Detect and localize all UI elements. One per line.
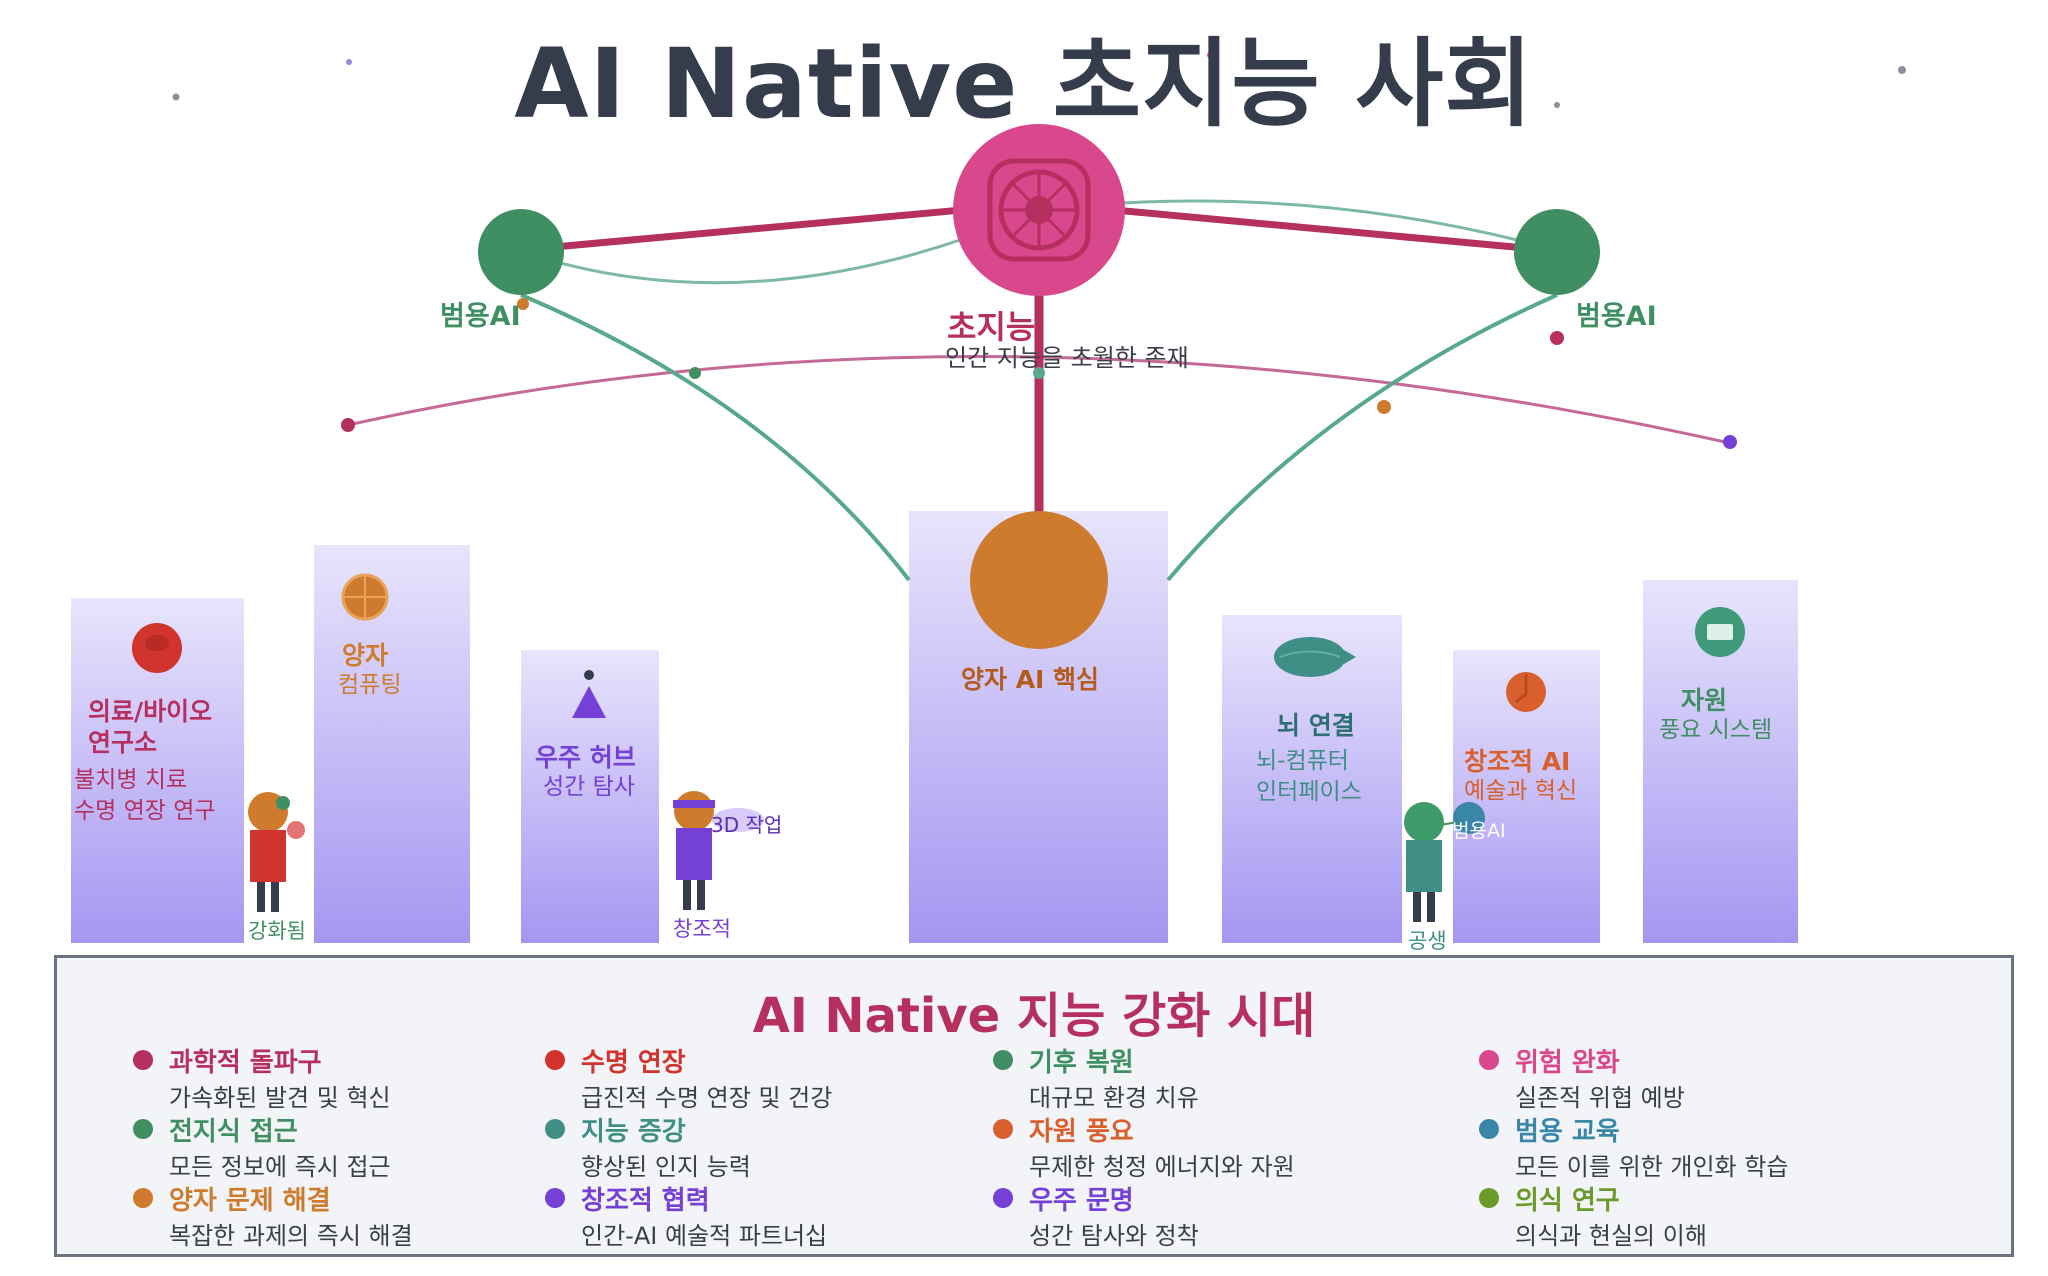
benefit-title: 우주 문명 xyxy=(1029,1186,1134,1216)
quantum-icon xyxy=(341,573,389,621)
benefit-bullet-icon xyxy=(1479,1119,1499,1139)
benefit-title: 지능 증강 xyxy=(581,1117,686,1147)
benefit-title: 수명 연장 xyxy=(581,1048,686,1078)
sparkle-dot xyxy=(1898,66,1906,74)
benefit-bullet-icon xyxy=(133,1050,153,1070)
sparkle-dot xyxy=(1554,102,1560,108)
medical-icon xyxy=(132,623,182,673)
general-ai-right-label: 범용AI xyxy=(1576,301,1657,332)
link-line xyxy=(520,293,911,582)
benefit-bullet-icon xyxy=(993,1188,1013,1208)
general-ai-left-label: 범용AI xyxy=(440,301,521,332)
person-symbiosis-label: 공생 xyxy=(1408,929,1447,953)
brain-link-icon xyxy=(1274,637,1356,677)
building-resource-sub: 풍요 시스템 xyxy=(1659,717,1773,743)
general-ai-node-right xyxy=(1514,209,1600,295)
benefit-bullet-icon xyxy=(545,1119,565,1139)
benefit-title: 창조적 협력 xyxy=(581,1186,710,1216)
person-creative-bubble: 3D 작업 xyxy=(711,813,783,837)
person-creative-label: 창조적 xyxy=(673,917,731,941)
flow-dot xyxy=(689,367,701,379)
building-brain-link-sub: 뇌-컴퓨터 인터페이스 xyxy=(1256,748,1362,805)
flow-dot xyxy=(1377,400,1391,414)
link-line xyxy=(1038,199,1558,255)
superintelligence-core-icon xyxy=(953,124,1125,296)
building-quantum-computing xyxy=(314,545,470,943)
benefit-bullet-icon xyxy=(545,1188,565,1208)
benefit-desc: 무제한 청정 에너지와 자원 xyxy=(1029,1153,1295,1181)
rocket-icon xyxy=(572,670,606,718)
benefit-bullet-icon xyxy=(993,1119,1013,1139)
benefit-title: 위험 완화 xyxy=(1515,1048,1620,1078)
benefit-bullet-icon xyxy=(133,1188,153,1208)
benefit-desc: 인간-AI 예술적 파트너십 xyxy=(581,1222,828,1250)
benefit-desc: 실존적 위협 예방 xyxy=(1515,1084,1685,1112)
building-space-hub-name: 우주 허브 xyxy=(535,743,636,772)
benefit-desc: 모든 이를 위한 개인화 학습 xyxy=(1515,1153,1789,1181)
building-quantum-sub: 컴퓨팅 xyxy=(338,672,402,698)
building-space-hub-sub: 성간 탐사 xyxy=(543,774,635,800)
sparkle-dot xyxy=(172,93,180,101)
benefit-title: 자원 풍요 xyxy=(1029,1117,1134,1147)
building-quantum-ai-core-name: 양자 AI 핵심 xyxy=(961,665,1100,694)
page-title: AI Native 초지능 사회 xyxy=(514,28,1534,140)
benefit-desc: 급진적 수명 연장 및 건강 xyxy=(581,1084,833,1112)
building-brain-link-name: 뇌 연결 xyxy=(1277,711,1355,740)
link-line xyxy=(1166,293,1558,582)
benefit-bullet-icon xyxy=(545,1050,565,1070)
benefit-desc: 의식과 현실의 이해 xyxy=(1515,1222,1707,1250)
benefit-title: 의식 연구 xyxy=(1515,1186,1620,1216)
benefit-title: 과학적 돌파구 xyxy=(169,1048,322,1078)
flow-dot xyxy=(1550,331,1564,345)
benefit-bullet-icon xyxy=(1479,1188,1499,1208)
benefit-desc: 모든 정보에 즉시 접근 xyxy=(169,1153,391,1181)
flow-dot xyxy=(341,418,355,432)
sparkle-dot xyxy=(1207,52,1213,58)
link-line xyxy=(520,199,1040,254)
resource-icon xyxy=(1695,607,1745,657)
general-ai-node-left xyxy=(478,209,564,295)
building-resource-name: 자원 xyxy=(1681,686,1728,715)
flow-dot xyxy=(1723,435,1737,449)
benefit-desc: 성간 탐사와 정착 xyxy=(1029,1222,1199,1250)
building-medical-lab-sub: 불치병 치료 수명 연장 연구 xyxy=(74,767,216,824)
superintelligence-desc: 인간 지능을 초월한 존재 xyxy=(945,344,1189,372)
benefit-title: 양자 문제 해결 xyxy=(169,1186,331,1216)
benefit-desc: 향상된 인지 능력 xyxy=(581,1153,751,1181)
building-creative-ai-name: 창조적 AI xyxy=(1464,747,1571,776)
creative-icon xyxy=(1506,672,1546,712)
benefit-title: 전지식 접근 xyxy=(169,1117,298,1147)
superintelligence-label: 초지능 xyxy=(947,308,1036,346)
quantum-core-icon xyxy=(970,511,1108,649)
sparkle-dot xyxy=(346,59,352,65)
person-symbiosis-companion: 범용AI xyxy=(1452,820,1506,842)
person-enhanced-label: 강화됨 xyxy=(248,919,306,943)
benefit-title: 기후 복원 xyxy=(1029,1048,1134,1078)
flow-line xyxy=(347,355,1726,444)
benefit-title: 범용 교육 xyxy=(1515,1117,1620,1147)
panel-title: AI Native 지능 강화 시대 xyxy=(752,988,1316,1044)
benefit-desc: 가속화된 발견 및 혁신 xyxy=(169,1084,391,1112)
person-enhanced xyxy=(248,792,305,912)
flow-dot xyxy=(517,298,529,310)
person-creative xyxy=(673,791,764,910)
benefit-bullet-icon xyxy=(1479,1050,1499,1070)
building-medical-lab-name: 의료/바이오 연구소 xyxy=(88,697,213,757)
building-quantum-name: 양자 xyxy=(342,641,389,670)
benefit-bullet-icon xyxy=(133,1119,153,1139)
benefit-bullet-icon xyxy=(993,1050,1013,1070)
flow-dot xyxy=(1033,367,1045,379)
benefit-desc: 대규모 환경 치유 xyxy=(1029,1084,1199,1112)
building-creative-ai-sub: 예술과 혁신 xyxy=(1464,778,1578,804)
benefit-desc: 복잡한 과제의 즉시 해결 xyxy=(169,1222,413,1250)
person-symbiosis xyxy=(1404,802,1485,922)
